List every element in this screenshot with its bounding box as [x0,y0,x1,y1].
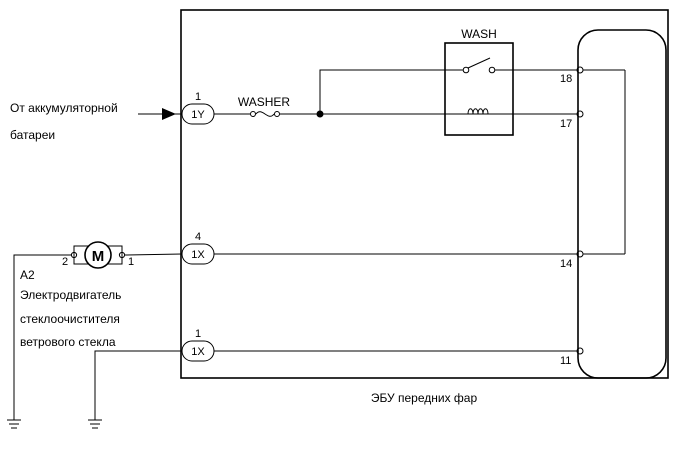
ground-symbol-ecu [88,419,102,429]
terminal-17-label: 17 [560,118,572,130]
motor-name-line2: стеклоочистителя [20,312,120,326]
washer-fuse-label: WASHER [238,95,291,109]
ecu-box [180,9,669,379]
motor-pin-left-label: 2 [62,256,68,268]
motor-pin-right-label: 1 [128,256,134,268]
motor-name-line3: ветрового стекла [20,335,116,349]
connector-1y-code: 1Y [191,109,205,121]
wash-relay-label: WASH [461,27,497,41]
ecu-label: ЭБУ передних фар [371,391,478,405]
terminal-17 [576,110,584,118]
terminal-11 [576,347,584,355]
ground-symbol-motor [7,419,21,429]
motor-name-line1: Электродвигатель [20,288,121,302]
connector-1x-pin1-pin: 1 [195,328,201,340]
motor-code-label: A2 [20,268,35,282]
washer-fuse [250,111,280,117]
connector-1y-pin: 1 [195,91,201,103]
terminal-11-label: 11 [560,355,571,367]
terminal-14-label: 14 [560,258,572,270]
terminal-14 [576,250,584,258]
ecu-logic-block [577,29,667,379]
battery-label-line1: От аккумуляторной [10,101,118,115]
motor-symbol: M [70,241,126,269]
connector-1x-pin4-pin: 4 [195,231,201,243]
battery-label-line2: батареи [10,128,55,142]
wash-relay-switch [462,57,496,74]
connector-1x-pin4-code: 1X [191,249,205,261]
wash-relay-box [444,42,514,136]
connector-1x-pin1-code: 1X [191,346,205,358]
motor-symbol-label: M [92,248,105,265]
wash-relay-coil [467,108,489,115]
battery-arrow [138,108,182,120]
terminal-18-label: 18 [560,73,572,85]
